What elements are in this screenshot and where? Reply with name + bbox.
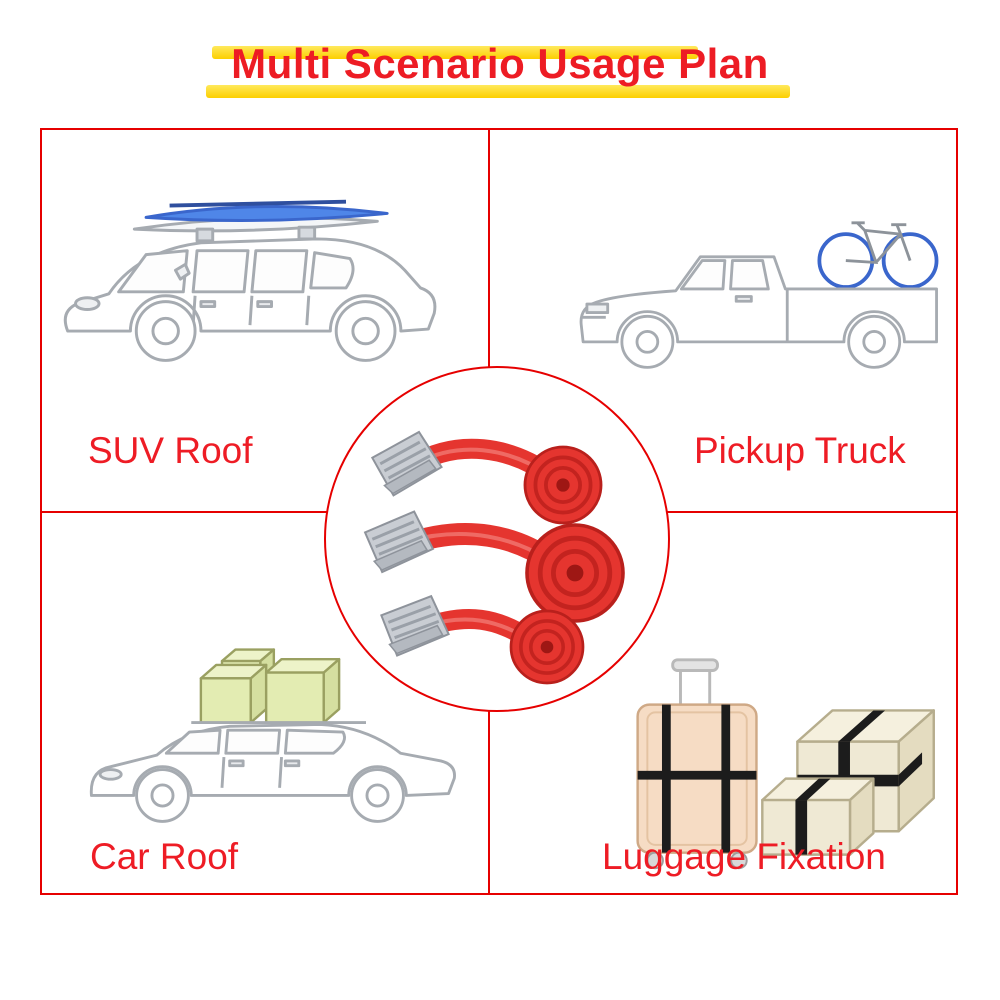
title-block: Multi Scenario Usage Plan <box>0 0 1000 110</box>
roof-rack-front <box>195 227 215 243</box>
tie-down-straps-product <box>361 427 647 685</box>
label-suv-roof: SUV Roof <box>88 430 253 471</box>
strap-coil <box>527 525 623 621</box>
page-title: Multi Scenario Usage Plan <box>231 40 769 87</box>
suv-roof-illustration <box>63 199 437 362</box>
roof-rack-rear <box>297 225 317 241</box>
car-wheels <box>135 768 405 823</box>
suitcase <box>636 658 758 870</box>
small-parcel-straps <box>795 778 831 855</box>
title-highlight-top <box>212 46 698 59</box>
surfboard <box>132 199 389 233</box>
parcel-boxes <box>761 709 935 856</box>
grille <box>585 302 610 314</box>
headlight <box>74 296 101 311</box>
suitcase-wheels <box>646 851 748 870</box>
pickup-body <box>579 255 938 344</box>
door-handle <box>734 295 753 303</box>
pickup-truck-illustration <box>579 221 939 369</box>
strap-coil <box>523 445 603 525</box>
title-highlight-bottom <box>206 85 790 98</box>
suv-body <box>63 199 437 333</box>
strap-top <box>367 427 603 525</box>
car-body <box>89 721 456 797</box>
strap-middle <box>361 507 623 621</box>
cam-buckle <box>361 507 437 576</box>
strap-bottom <box>378 593 585 685</box>
label-luggage-fixation: Luggage Fixation <box>602 836 886 877</box>
roof-boxes <box>199 648 341 724</box>
strap-coil <box>509 609 585 685</box>
cam-buckle <box>367 427 447 500</box>
cam-buckle <box>378 593 453 659</box>
side-mirror <box>174 262 191 281</box>
luggage-illustration <box>636 658 935 870</box>
suitcase-straps <box>637 704 757 853</box>
bicycle <box>817 221 939 289</box>
label-pickup-truck: Pickup Truck <box>694 430 906 471</box>
label-car-roof: Car Roof <box>90 836 239 877</box>
car-roof-illustration <box>89 648 456 823</box>
product-circle <box>324 366 670 712</box>
pickup-wheels <box>620 314 902 369</box>
suv-wheels <box>134 300 397 362</box>
headlight <box>98 768 123 781</box>
suitcase-handle <box>671 658 719 672</box>
